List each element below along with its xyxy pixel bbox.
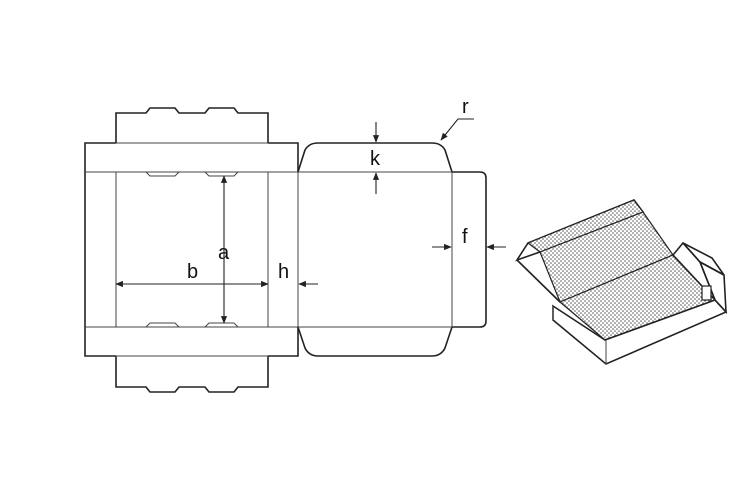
box-slot [701,285,712,301]
lock-tab [204,322,239,328]
lock-tab [204,171,239,177]
lid-panel [297,142,487,357]
label-a: a [218,242,230,264]
dim-r-leader [440,118,474,141]
dimensions: a b h k f r [115,96,506,324]
hinge-strip [267,171,299,328]
label-k: k [370,148,381,170]
right-wall [268,142,299,172]
label-b: b [187,261,198,283]
top-flap [115,107,269,143]
lock-tab [145,171,180,177]
box-isometric-view [515,199,728,365]
left-wall [84,142,116,357]
tray-dieline [84,107,487,393]
bottom-flap [115,356,269,393]
hinge-line [516,259,561,303]
label-h: h [278,261,289,283]
label-r: r [462,96,469,118]
lock-tab [145,322,180,328]
label-f: f [462,226,468,248]
right-wall-lower [268,327,299,357]
base-panel [115,171,269,328]
